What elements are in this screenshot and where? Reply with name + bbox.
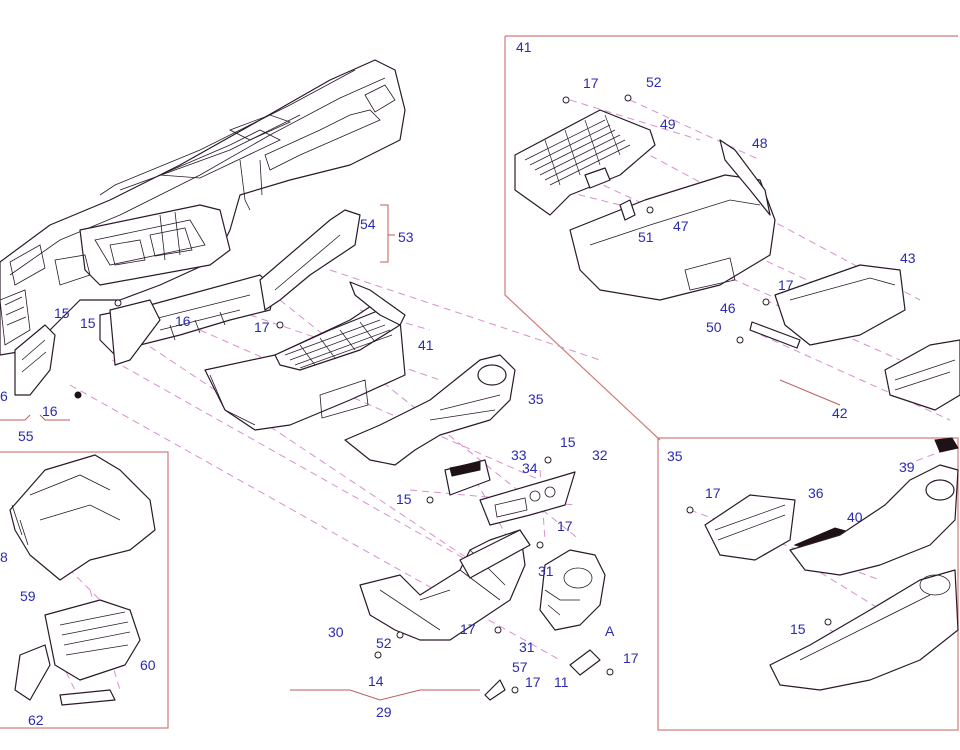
switch-block-33 — [444, 459, 491, 496]
callout-braces — [0, 204, 841, 701]
label-50: 50 — [706, 319, 722, 335]
fasteners — [74, 94, 832, 694]
label-53: 53 — [398, 229, 414, 245]
end-cap — [14, 324, 56, 396]
console-35 — [344, 354, 516, 466]
label-33: 33 — [511, 447, 527, 463]
label-41-mid: 41 — [418, 337, 434, 353]
label-35-box: 35 — [667, 448, 683, 464]
label-30: 30 — [328, 624, 344, 640]
label-52-a: 52 — [646, 74, 662, 90]
label-59: 59 — [20, 588, 36, 604]
label-32: 32 — [592, 447, 608, 463]
lower-panel — [99, 274, 276, 366]
label-15-b: 15 — [80, 315, 96, 331]
label-15-c: 15 — [560, 434, 576, 450]
detail-frames — [0, 35, 959, 731]
dashboard-panel — [0, 59, 406, 356]
detail-41-parts — [514, 109, 960, 411]
label-17-a: 17 — [583, 75, 599, 91]
label-17-b: 17 — [778, 277, 794, 293]
label-39: 39 — [899, 459, 915, 475]
label-29: 29 — [376, 704, 392, 720]
label-17-d: 17 — [557, 518, 573, 534]
label-A: A — [605, 623, 615, 639]
label-6: 6 — [0, 388, 8, 404]
label-40: 40 — [847, 509, 863, 525]
frame-35-detail — [657, 437, 959, 731]
clip-brackets — [484, 649, 601, 701]
label-36: 36 — [808, 485, 824, 501]
label-35-mid: 35 — [528, 391, 544, 407]
label-51: 51 — [638, 229, 654, 245]
label-15-d: 15 — [396, 491, 412, 507]
label-16-b: 16 — [42, 403, 58, 419]
label-11: 11 — [554, 674, 569, 690]
label-48: 48 — [752, 135, 768, 151]
label-55: 55 — [18, 428, 34, 444]
label-49: 49 — [660, 116, 676, 132]
label-31-b: 31 — [519, 639, 535, 655]
part-labels: 41 17 52 49 48 47 51 43 17 46 50 42 54 5… — [0, 39, 916, 728]
label-17-e: 17 — [460, 621, 476, 637]
panel-32 — [479, 471, 576, 526]
left-detail-parts — [9, 454, 156, 706]
label-17-f: 17 — [525, 674, 541, 690]
label-15-e: 15 — [790, 621, 806, 637]
label-17-c: 17 — [254, 319, 270, 335]
frame-41-left — [504, 36, 661, 441]
label-16-a: 16 — [175, 313, 191, 329]
label-34: 34 — [522, 460, 538, 476]
label-42: 42 — [832, 405, 848, 421]
label-43: 43 — [900, 250, 916, 266]
side-panel-53 — [259, 209, 361, 311]
label-62: 62 — [28, 712, 44, 728]
label-8: 8 — [0, 549, 8, 565]
label-15-a: 15 — [54, 305, 70, 321]
cup-holder-A — [539, 549, 606, 631]
label-52-b: 52 — [376, 635, 392, 651]
detail-35-parts — [704, 437, 959, 691]
label-54: 54 — [360, 216, 376, 232]
label-47: 47 — [673, 218, 689, 234]
label-41-top: 41 — [516, 39, 532, 55]
label-17-h: 17 — [705, 485, 721, 501]
label-14: 14 — [368, 673, 384, 689]
label-46: 46 — [720, 300, 736, 316]
label-17-g: 17 — [623, 650, 639, 666]
storage-box-41 — [204, 281, 406, 431]
bracket-30 — [359, 529, 531, 641]
frame-left-detail — [0, 451, 169, 729]
label-60: 60 — [140, 657, 156, 673]
label-57: 57 — [512, 659, 528, 675]
label-31-a: 31 — [538, 563, 554, 579]
